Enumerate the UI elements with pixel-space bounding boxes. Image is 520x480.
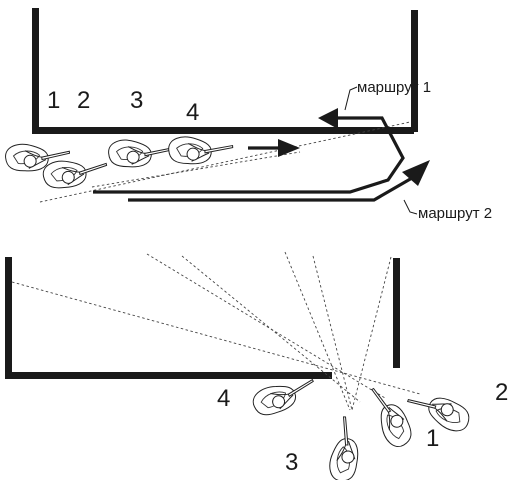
bottom-sight-line-1 xyxy=(11,281,421,395)
route-1-path xyxy=(93,116,405,194)
route-1-label: маршрут 1 xyxy=(357,79,431,96)
top-position-3: 3 xyxy=(130,87,143,114)
bottom-sight-line-5 xyxy=(312,255,353,411)
bottom-sight-line-3 xyxy=(181,255,361,403)
top-sight-line-2 xyxy=(91,151,301,188)
bottom-position-3: 3 xyxy=(285,449,298,476)
bottom-left-wall xyxy=(5,257,12,379)
bottom-right-wall xyxy=(393,258,400,368)
route-2-leader xyxy=(403,199,418,215)
top-shooter-4 xyxy=(167,133,235,167)
top-position-1: 1 xyxy=(47,87,60,114)
top-bottom-wall xyxy=(32,127,414,134)
route-2-label: маршрут 2 xyxy=(418,205,492,222)
top-position-4: 4 xyxy=(186,99,199,126)
bottom-sight-line-2 xyxy=(146,253,386,399)
bottom-sight-line-6 xyxy=(351,256,392,411)
route-2-path xyxy=(128,176,413,202)
top-left-wall xyxy=(32,8,39,134)
top-scene: 1 2 3 4 маршрут 1 маршрут 2 xyxy=(3,8,492,222)
bottom-position-2: 2 xyxy=(495,379,508,406)
bottom-sight-line-4 xyxy=(284,251,351,411)
route-1-arrowhead xyxy=(318,108,338,129)
top-right-wall xyxy=(411,10,418,132)
bottom-shooter-1 xyxy=(360,381,418,452)
movement-arrowhead xyxy=(278,139,300,157)
route-1-leader xyxy=(344,86,358,111)
top-shooter-3 xyxy=(107,135,175,170)
bottom-shooter-3 xyxy=(328,415,360,480)
route-2-arrowhead xyxy=(402,160,430,186)
bottom-scene: 4 2 1 3 xyxy=(5,251,508,480)
top-sight-line-1 xyxy=(39,121,411,203)
top-position-2: 2 xyxy=(77,87,90,114)
bottom-position-1: 1 xyxy=(426,425,439,452)
bottom-bottom-wall xyxy=(5,372,332,379)
bottom-position-4: 4 xyxy=(217,385,230,412)
